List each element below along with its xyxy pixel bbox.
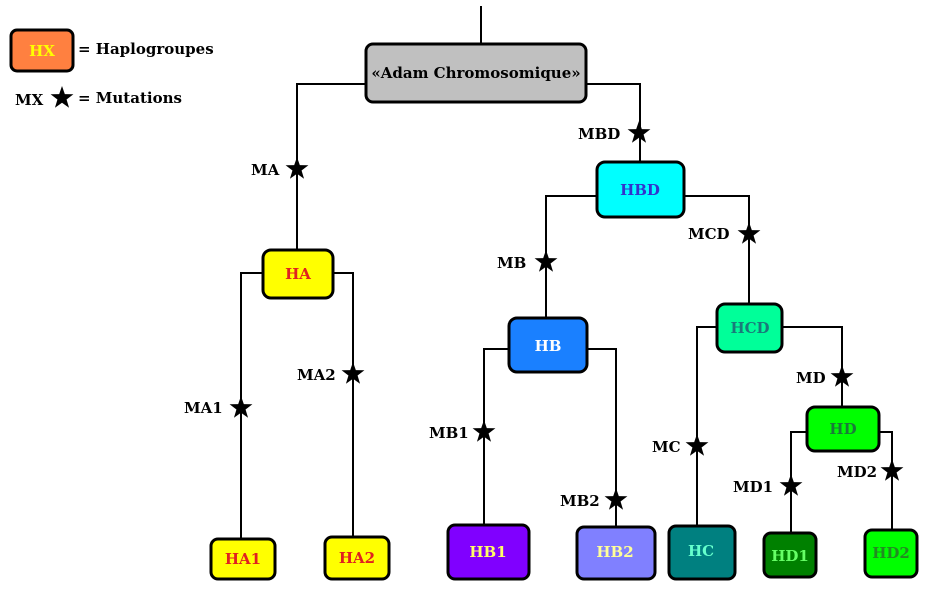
node-ha1-box bbox=[209, 537, 277, 581]
mutation-ma-label: MA bbox=[251, 161, 280, 179]
node-hb2-box bbox=[575, 525, 657, 581]
tree-connectors bbox=[240, 6, 893, 539]
mutation-mb-label: MB bbox=[497, 254, 526, 272]
node-ha2-label: HA2 bbox=[339, 549, 375, 567]
mutation-ma1: MA1 bbox=[184, 396, 253, 418]
mutation-mbd: MBD bbox=[578, 121, 651, 143]
node-hd: HD bbox=[805, 405, 881, 453]
node-ha-box bbox=[261, 248, 335, 300]
mutation-md-label: MD bbox=[796, 369, 826, 387]
node-hb1-label: HB1 bbox=[469, 543, 506, 561]
node-hb2: HB2 bbox=[575, 525, 657, 581]
node-ha-label: HA bbox=[285, 265, 311, 283]
mutation-mb2: MB2 bbox=[560, 488, 628, 510]
node-hb1: HB1 bbox=[446, 523, 531, 581]
legend-haplogroup-label: = Haplogroupes bbox=[78, 40, 214, 58]
node-hcd-box bbox=[715, 302, 784, 354]
node-hb: HB bbox=[507, 316, 589, 374]
node-ha2: HA2 bbox=[323, 535, 391, 581]
mutation-md: MD bbox=[796, 365, 854, 387]
mutation-md2: MD2 bbox=[837, 459, 904, 481]
legend: HX = Haplogroupes MX = Mutations bbox=[9, 28, 214, 109]
node-ha: HA bbox=[261, 248, 335, 300]
node-hb1-box bbox=[446, 523, 531, 581]
legend-mutation-label: = Mutations bbox=[78, 89, 182, 107]
node-hc-box bbox=[667, 524, 737, 581]
node-adam-label: «Adam Chromosomique» bbox=[371, 64, 580, 82]
mutation-ma2: MA2 bbox=[297, 362, 365, 384]
node-hbd-box bbox=[595, 160, 686, 219]
node-hd2-label: HD2 bbox=[872, 544, 910, 562]
node-hd-label: HD bbox=[829, 420, 856, 438]
legend-haplogroup-swatch bbox=[9, 28, 75, 73]
legend-swatch-text: HX bbox=[29, 42, 55, 60]
node-adam: «Adam Chromosomique» bbox=[364, 42, 588, 104]
node-hd1-box bbox=[762, 531, 818, 579]
node-hb-label: HB bbox=[535, 337, 562, 355]
mutation-mb: MB bbox=[497, 250, 558, 272]
legend-star-icon bbox=[50, 86, 74, 108]
node-hc-label: HC bbox=[688, 542, 714, 560]
mutation-mb1-label: MB1 bbox=[429, 424, 469, 442]
node-hc: HC bbox=[667, 524, 737, 581]
mutation-mb2-label: MB2 bbox=[560, 492, 600, 510]
mutation-mbd-label: MBD bbox=[578, 125, 620, 143]
node-ha2-box bbox=[323, 535, 391, 581]
node-hd-box bbox=[805, 405, 881, 453]
node-hcd: HCD bbox=[715, 302, 784, 354]
mutation-md1-label: MD1 bbox=[733, 478, 773, 496]
mutation-ma1-label: MA1 bbox=[184, 399, 223, 417]
mutation-mc: MC bbox=[652, 434, 709, 456]
mutation-ma2-label: MA2 bbox=[297, 366, 336, 384]
node-hd2: HD2 bbox=[863, 528, 919, 579]
node-ha1-label: HA1 bbox=[225, 550, 261, 568]
mutation-mc-label: MC bbox=[652, 438, 681, 456]
legend-mutation-prefix: MX bbox=[15, 91, 44, 109]
node-ha1: HA1 bbox=[209, 537, 277, 581]
node-hb2-label: HB2 bbox=[596, 543, 633, 561]
mutation-ma: MA bbox=[251, 157, 309, 179]
node-adam-box bbox=[364, 42, 588, 104]
mutation-mcd-label: MCD bbox=[688, 225, 730, 243]
node-hd1: HD1 bbox=[762, 531, 818, 579]
node-hd1-label: HD1 bbox=[771, 547, 809, 565]
mutation-mcd: MCD bbox=[688, 222, 761, 244]
node-hd2-box bbox=[863, 528, 919, 579]
node-hbd: HBD bbox=[595, 160, 686, 219]
mutation-mb1: MB1 bbox=[429, 420, 496, 442]
mutation-md1: MD1 bbox=[733, 474, 803, 496]
mutation-md2-label: MD2 bbox=[837, 463, 877, 481]
node-hbd-label: HBD bbox=[620, 181, 660, 199]
node-hb-box bbox=[507, 316, 589, 374]
node-hcd-label: HCD bbox=[730, 319, 769, 337]
